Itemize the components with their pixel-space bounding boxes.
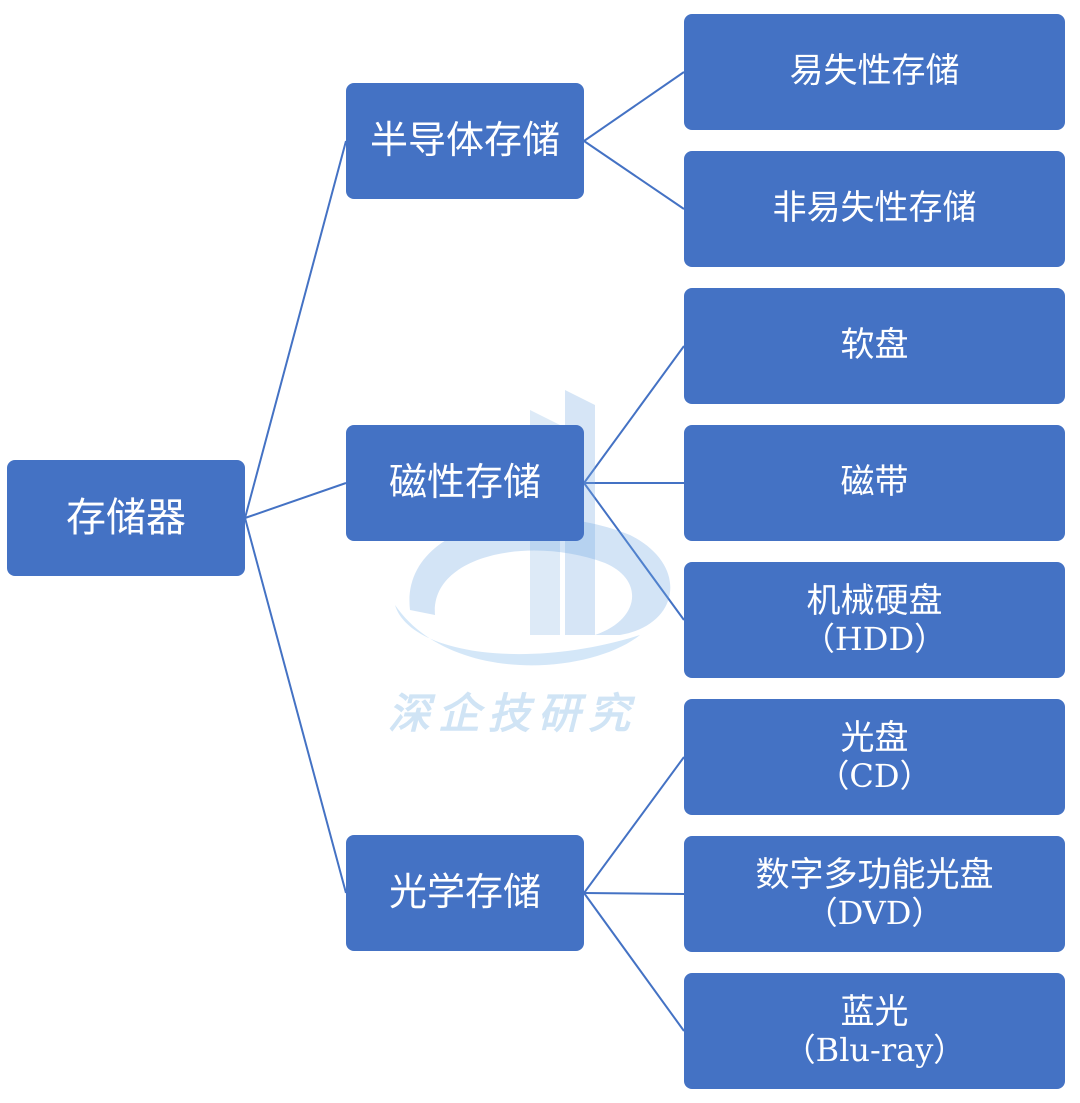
leaf-node-label: 数字多功能光盘 xyxy=(755,855,994,896)
leaf-node-hdd: 机械硬盘 （HDD） xyxy=(684,562,1065,678)
leaf-node-volatile: 易失性存储 xyxy=(684,14,1065,130)
root-node-label: 存储器 xyxy=(66,495,186,541)
leaf-node-label: 易失性存储 xyxy=(789,51,960,92)
connector-root-node-to-group-node-semiconductor xyxy=(244,140,347,519)
leaf-node-sublabel: （HDD） xyxy=(802,620,947,659)
group-node-label: 光学存储 xyxy=(388,870,541,915)
leaf-node-label: 磁带 xyxy=(840,462,909,503)
connector-group-node-optical-to-leaf-node-cd xyxy=(583,756,685,894)
leaf-node-label: 机械硬盘 xyxy=(806,581,943,622)
leaf-node-floppy: 软盘 xyxy=(684,288,1065,404)
connector-group-node-optical-to-leaf-node-bluray xyxy=(583,892,685,1032)
leaf-node-nonvolatile: 非易失性存储 xyxy=(684,151,1065,267)
connector-group-node-semiconductor-to-leaf-node-nonvolatile xyxy=(583,140,685,210)
group-node-label: 半导体存储 xyxy=(369,118,560,163)
leaf-node-sublabel: （DVD） xyxy=(805,894,944,933)
group-node-optical: 光学存储 xyxy=(346,835,584,951)
leaf-node-label: 光盘 xyxy=(840,718,909,759)
leaf-node-label: 蓝光 xyxy=(840,992,909,1033)
connector-group-node-magnetic-to-leaf-node-hdd xyxy=(583,482,685,621)
leaf-node-sublabel: （CD） xyxy=(817,757,932,796)
root-node: 存储器 xyxy=(7,460,245,576)
leaf-node-sublabel: （Blu-ray） xyxy=(783,1031,966,1070)
connector-group-node-optical-to-leaf-node-dvd xyxy=(583,892,685,895)
leaf-node-bluray: 蓝光 （Blu-ray） xyxy=(684,973,1065,1089)
leaf-node-cd: 光盘 （CD） xyxy=(684,699,1065,815)
connector-group-node-semiconductor-to-leaf-node-volatile xyxy=(583,71,685,142)
leaf-node-dvd: 数字多功能光盘 （DVD） xyxy=(684,836,1065,952)
group-node-semiconductor: 半导体存储 xyxy=(346,83,584,199)
leaf-node-label: 软盘 xyxy=(840,325,909,366)
connector-group-node-magnetic-to-leaf-node-floppy xyxy=(583,345,685,484)
connector-root-node-to-group-node-optical xyxy=(244,517,347,894)
leaf-node-label: 非易失性存储 xyxy=(772,188,977,229)
group-node-magnetic: 磁性存储 xyxy=(346,425,584,541)
connector-root-node-to-group-node-magnetic xyxy=(244,482,347,519)
group-node-label: 磁性存储 xyxy=(388,460,541,505)
leaf-node-tape: 磁带 xyxy=(684,425,1065,541)
